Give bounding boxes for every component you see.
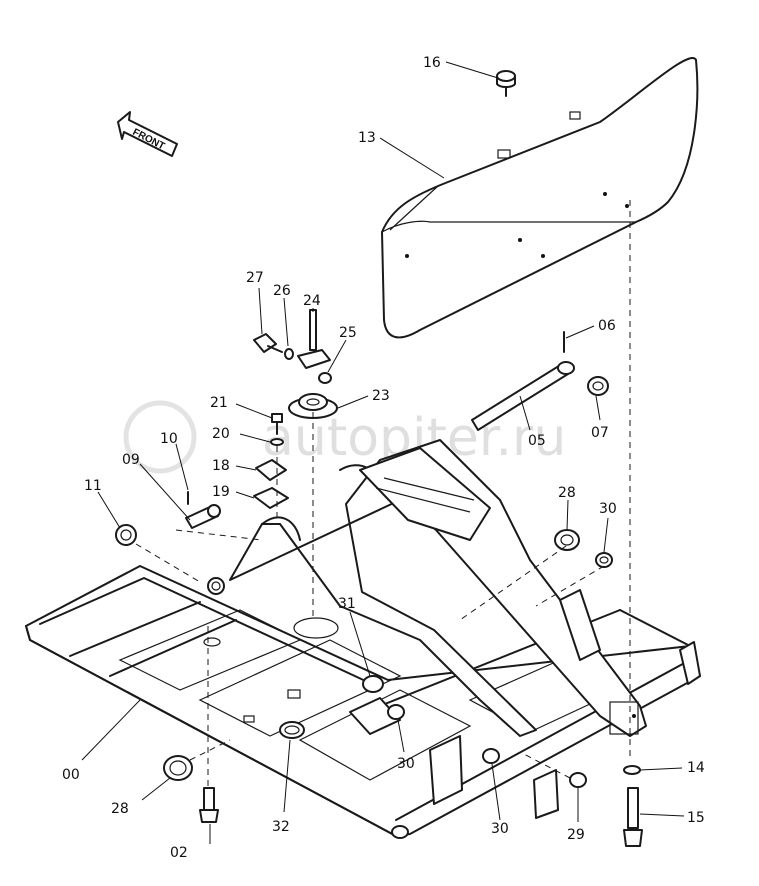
callout-28-upper: 28: [558, 485, 576, 501]
callout-29: 29: [567, 827, 585, 843]
plate-19: [253, 487, 289, 509]
callout-21: 21: [210, 395, 228, 411]
callout-00: 00: [62, 767, 80, 783]
callout-labels: 16 13 06 05 07 27 26 24 25 23 21 20 18 1…: [62, 55, 705, 861]
callout-28-lower: 28: [111, 801, 129, 817]
callout-20: 20: [212, 426, 230, 442]
bolt-02: [199, 787, 219, 823]
callout-19: 19: [212, 484, 230, 500]
callout-11: 11: [84, 478, 102, 494]
bushing-29: [569, 772, 587, 788]
callout-09: 09: [122, 452, 140, 468]
washer-26: [284, 348, 294, 360]
plug-16: [496, 70, 516, 97]
callout-10: 10: [160, 431, 178, 447]
callout-25: 25: [339, 325, 357, 341]
bushing-28-upper: [554, 529, 580, 551]
washer-20: [270, 438, 284, 446]
bushing-28-lower: [163, 755, 193, 781]
callout-27: 27: [246, 270, 264, 286]
callout-26: 26: [273, 283, 291, 299]
washer-25: [318, 372, 332, 384]
bolt-15: [623, 787, 643, 847]
bushing-07: [587, 376, 609, 396]
assembly-lines: [135, 200, 631, 786]
callout-30-upper: 30: [599, 501, 617, 517]
bracket-24: [297, 309, 331, 369]
callout-06: 06: [598, 318, 616, 334]
callout-07: 07: [591, 425, 609, 441]
callout-31: 31: [338, 596, 356, 612]
bushing-30-lower: [482, 748, 500, 764]
callout-15: 15: [687, 810, 705, 826]
callout-32: 32: [272, 819, 290, 835]
front-arrow-icon: FRONT: [117, 111, 178, 157]
callout-02: 02: [170, 845, 188, 861]
callout-18: 18: [212, 458, 230, 474]
plate-18: [255, 459, 287, 481]
callout-24: 24: [303, 293, 321, 309]
upper-structure: [207, 439, 647, 819]
mount-23: [288, 393, 338, 419]
callout-13: 13: [358, 130, 376, 146]
bushing-31: [362, 675, 384, 693]
leader-lines: [81, 61, 685, 844]
bolt-27: [253, 333, 283, 353]
bushing-30-upper: [595, 552, 613, 568]
bushing-30-mid: [387, 704, 405, 720]
callout-16: 16: [423, 55, 441, 71]
callout-23: 23: [372, 388, 390, 404]
pin-09: [185, 504, 221, 529]
callout-05: 05: [528, 433, 546, 449]
washer-14: [623, 765, 641, 775]
bushing-32: [279, 721, 305, 739]
counterweight: [381, 57, 699, 339]
callout-14: 14: [687, 760, 705, 776]
bushing-11: [115, 524, 137, 546]
callout-30-mid: 30: [397, 756, 415, 772]
callout-30-lower: 30: [491, 821, 509, 837]
